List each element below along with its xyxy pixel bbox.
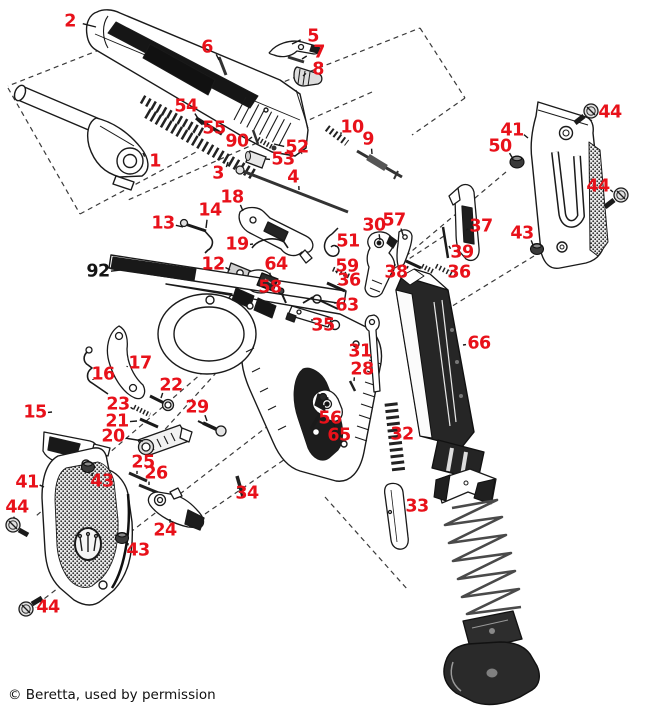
mag-catch-illustration	[132, 394, 227, 457]
breech-small-parts-illustration	[245, 129, 277, 169]
extractor-and-pins-illustration	[217, 40, 323, 87]
sear-parts-illustration	[256, 227, 353, 328]
barrel-illustration	[13, 84, 149, 191]
magazine-internals-illustration	[431, 439, 540, 706]
hammer-group-illustration	[364, 183, 480, 298]
safety-lever-right-illustration	[128, 471, 245, 531]
mainspring-illustration	[364, 314, 409, 550]
credit-line: © Beretta, used by permission	[8, 687, 216, 703]
grip-screws-illustration	[5, 103, 629, 617]
guide-rod-illustration	[235, 165, 349, 214]
beretta-medallion-icon	[77, 531, 99, 552]
right-grip-illustration	[530, 101, 609, 270]
side-levers-illustration	[42, 325, 146, 469]
firing-pin-illustration	[324, 125, 403, 180]
magazine-illustration	[395, 268, 475, 448]
slide-illustration	[85, 9, 309, 157]
left-grip-illustration	[41, 447, 134, 606]
frame-illustration	[108, 254, 383, 482]
